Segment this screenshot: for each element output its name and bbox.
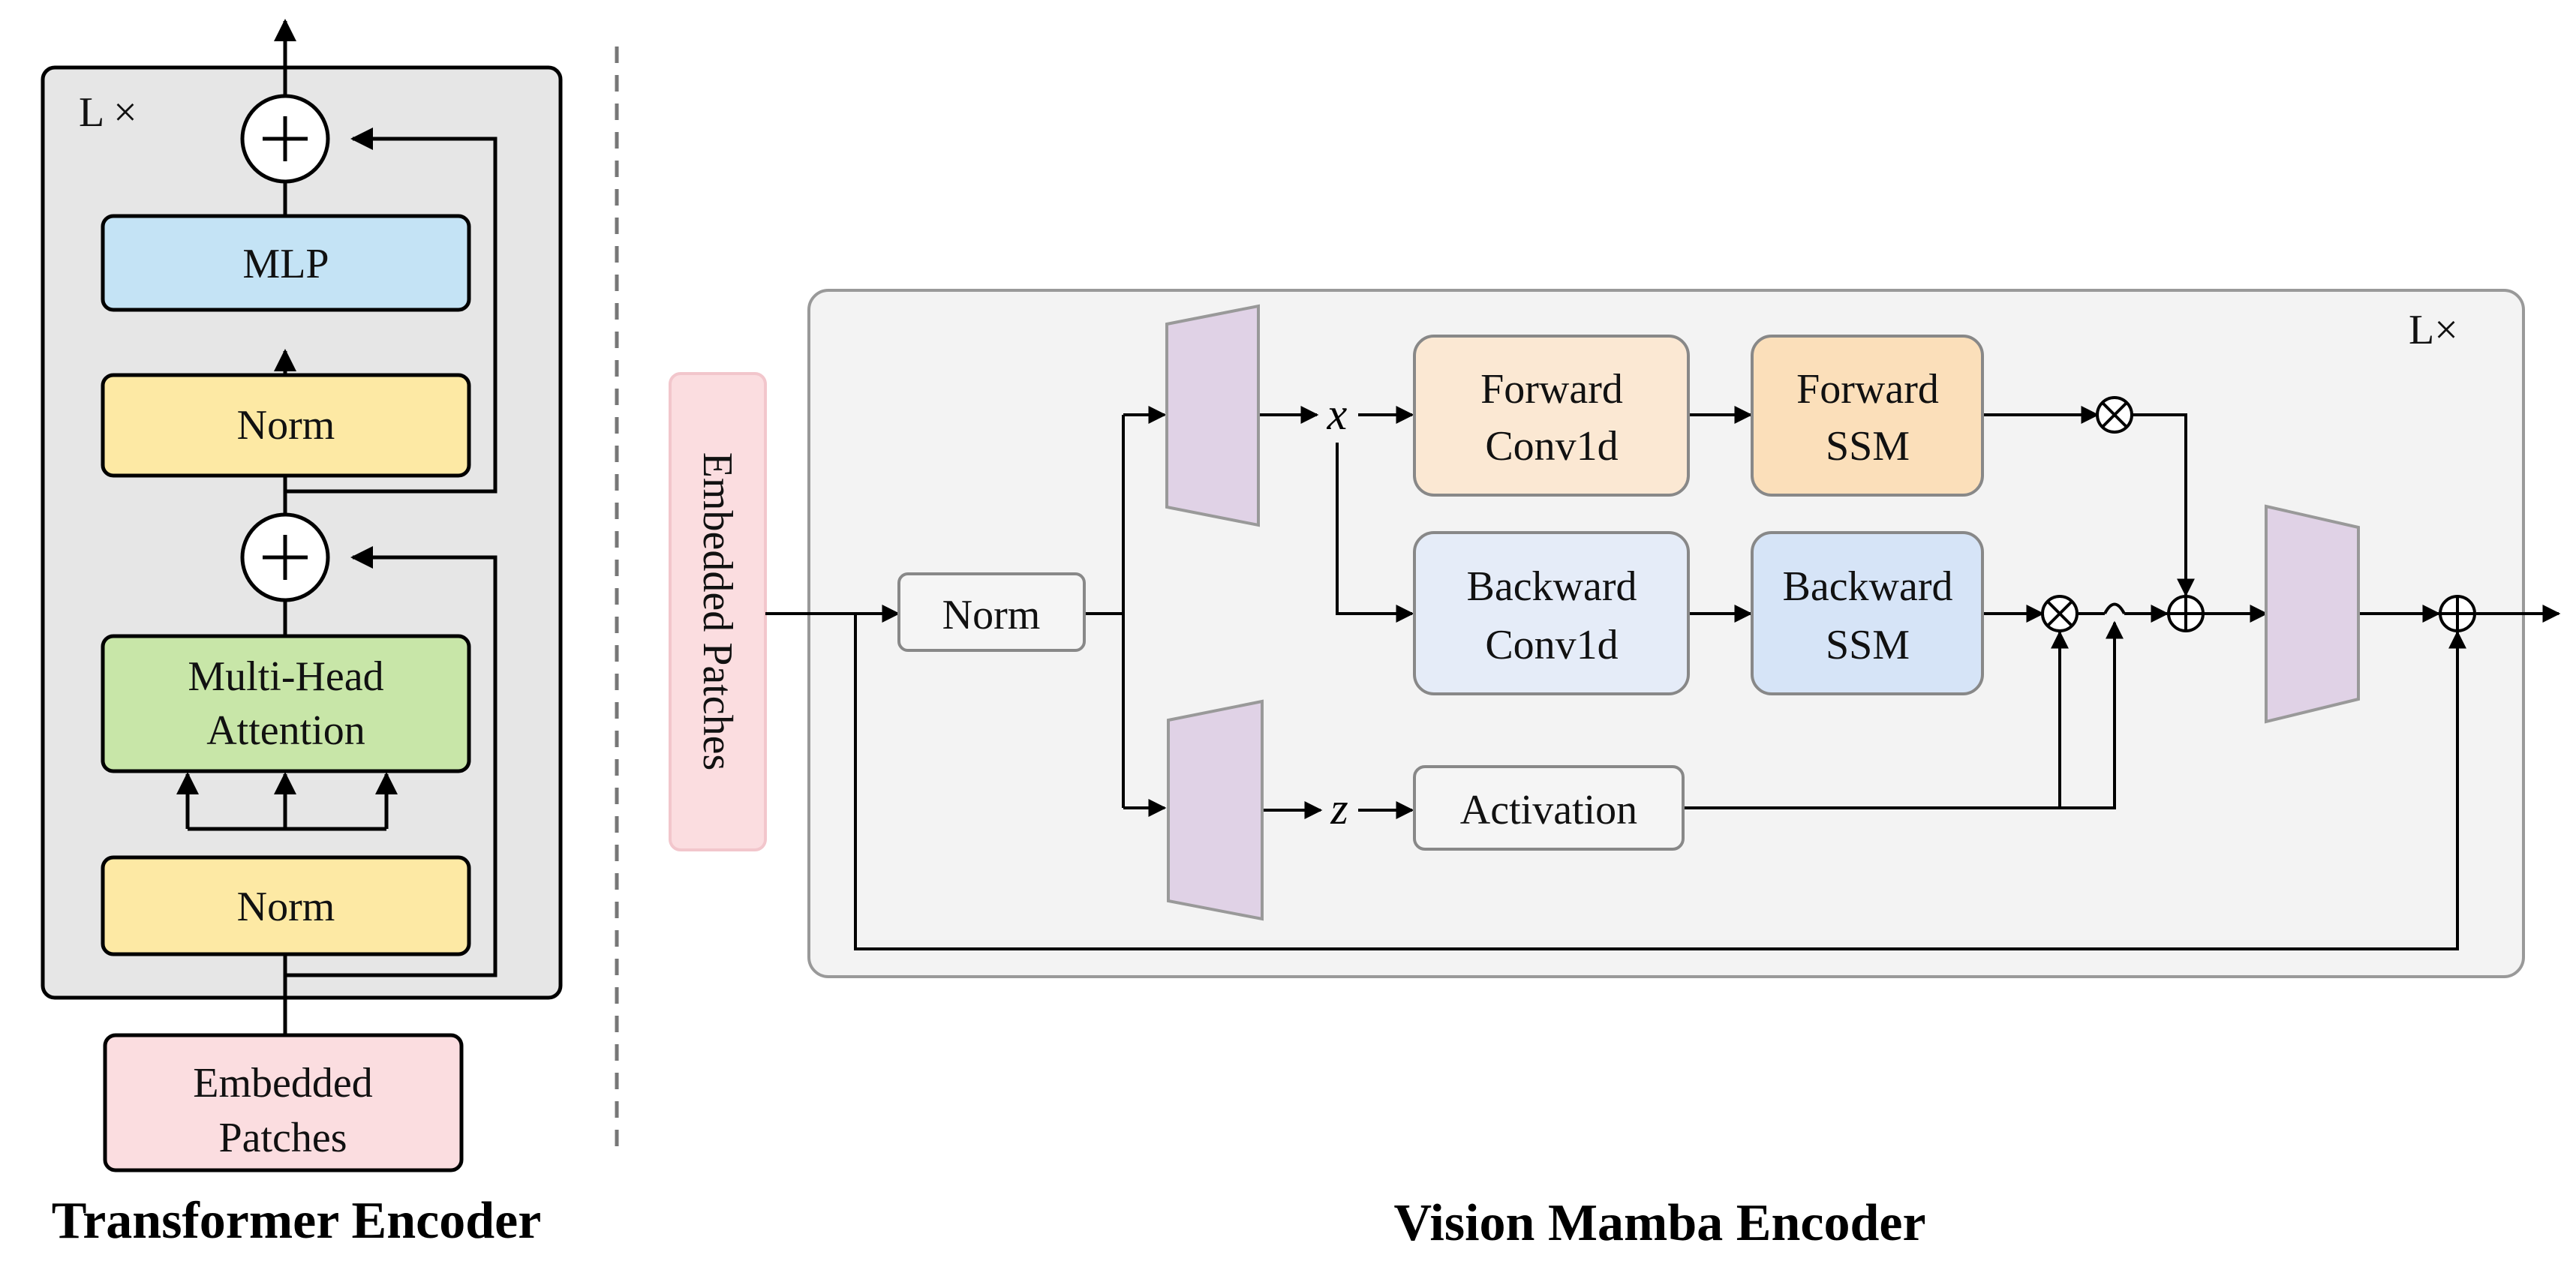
backward-ssm-block [1751, 531, 1984, 695]
transformer-caption: Transformer Encoder [52, 1192, 542, 1250]
norm-block [897, 572, 1086, 652]
embedded-patches-input [103, 1033, 464, 1172]
embedded-patches-input [669, 372, 767, 851]
embedded-patches-line1: Embedded [193, 1060, 372, 1106]
forward-ssm-line2: SSM [1826, 423, 1910, 470]
backward-conv1d-line2: Conv1d [1485, 622, 1618, 668]
attention-label-line2: Attention [206, 707, 365, 754]
linear-projection-x [1165, 304, 1260, 527]
mamba-caption: Vision Mamba Encoder [1393, 1194, 1925, 1252]
multiply-circle-icon [2041, 595, 2079, 632]
backward-conv1d-line1: Backward [1466, 563, 1637, 610]
add-circle-icon [240, 512, 330, 602]
forward-conv1d-line1: Forward [1480, 366, 1623, 413]
multiply-circle-icon [2096, 396, 2133, 434]
linear-projection-z [1167, 699, 1264, 921]
add-circle-icon [240, 94, 330, 184]
mlp-label: MLP [242, 241, 329, 287]
embedded-patches-line2: Patches [218, 1115, 347, 1161]
backward-ssm-line2: SSM [1826, 622, 1910, 668]
vision-mamba-encoder: L× Embedded Patches Norm [669, 289, 2561, 1252]
forward-conv1d-line2: Conv1d [1485, 423, 1618, 470]
multi-head-attention-block [101, 634, 471, 773]
forward-ssm-block [1751, 335, 1984, 497]
z-variable: z [1330, 784, 1348, 833]
activation-label: Activation [1460, 787, 1637, 833]
backward-conv1d-block [1413, 531, 1690, 695]
linear-projection-output [2265, 504, 2360, 724]
norm-label: Norm [942, 592, 1041, 638]
activation-block [1413, 765, 1685, 851]
mlp-block [101, 214, 471, 312]
norm-bottom-label: Norm [237, 884, 335, 930]
norm-block-top [101, 373, 471, 478]
forward-conv1d-block [1413, 335, 1690, 497]
transformer-repeat-label: L × [79, 89, 137, 136]
mamba-repeat-label: L× [2409, 307, 2458, 353]
x-variable: x [1327, 389, 1348, 439]
norm-block-bottom [101, 855, 471, 956]
norm-top-label: Norm [237, 402, 335, 449]
forward-ssm-line1: Forward [1796, 366, 1939, 413]
transformer-encoder: L × MLP Norm Multi-Head Attention Norm [41, 19, 563, 1250]
embedded-patches-vertical-label: Embedded Patches [694, 452, 741, 771]
backward-ssm-line1: Backward [1782, 563, 1952, 610]
add-circle-icon [2439, 595, 2476, 632]
add-circle-icon [2167, 595, 2205, 632]
attention-label-line1: Multi-Head [188, 653, 383, 700]
